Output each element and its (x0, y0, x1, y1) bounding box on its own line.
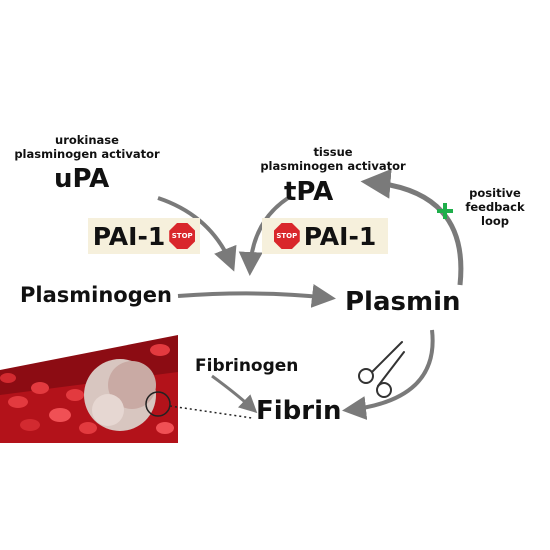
tpa-caption-line1: tissue (313, 145, 353, 159)
plus-icon (437, 203, 453, 219)
blood-vessel-illustration (0, 335, 178, 443)
feedback-loop-caption: positive feedback loop (455, 186, 535, 228)
plasmin-to-fibrin-arrow (342, 329, 435, 420)
feedback-line2: feedback (465, 200, 525, 214)
stop-sign-icon: STOP (169, 223, 196, 249)
plasminogen-to-plasmin-arrow (177, 284, 336, 308)
clot-pointer-line (169, 405, 253, 419)
upa-caption-line1: urokinase (55, 133, 119, 147)
tpa-caption-line2: plasminogen activator (260, 159, 406, 173)
upa-activation-arrow (157, 196, 237, 272)
pai1-label-left: PAI-1 (92, 221, 166, 251)
fibrin-label: Fibrin (256, 396, 342, 426)
fibrinogen-to-fibrin-arrow (211, 374, 258, 414)
upa-label: uPA (54, 164, 110, 194)
upa-caption: urokinase plasminogen activator (12, 133, 162, 161)
tpa-label: tPA (284, 177, 334, 207)
tpa-caption: tissue plasminogen activator (258, 145, 408, 173)
fibrinogen-label: Fibrinogen (195, 356, 299, 376)
feedback-line1: positive (469, 186, 521, 200)
plasminogen-label: Plasminogen (20, 283, 172, 307)
plasmin-label: Plasmin (345, 287, 461, 317)
clot-highlight-circle (145, 391, 171, 417)
stop-sign-icon: STOP (273, 223, 300, 249)
feedback-line3: loop (481, 214, 509, 228)
upa-caption-line2: plasminogen activator (14, 147, 160, 161)
pai1-tpa-inhibitor: STOP PAI-1 (262, 218, 388, 254)
tpa-activation-arrow (238, 196, 290, 276)
pai1-label-right: PAI-1 (303, 221, 377, 251)
scissors-icon (358, 341, 405, 398)
pai1-upa-inhibitor: PAI-1 STOP (88, 218, 200, 254)
